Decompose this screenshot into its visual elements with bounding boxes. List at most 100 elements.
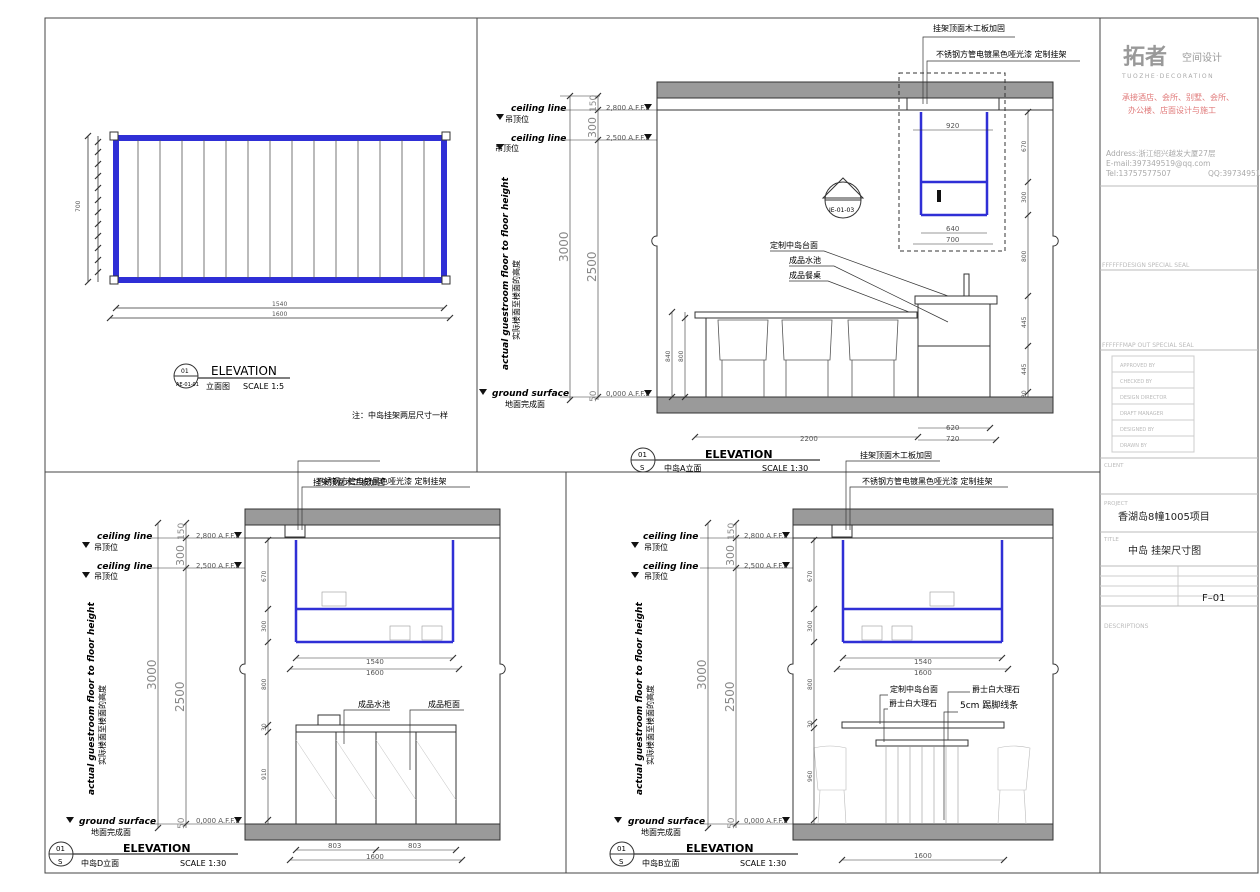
company-qq: QQ:39734951 — [1208, 169, 1260, 178]
view-top-left: 700 1540 1600 01 AE-01-01 ELEVATION 立面图 … — [75, 131, 454, 420]
bl-level-2500: 2,500 A.F.F.L — [196, 562, 239, 570]
role-drawn: DRAWN BY — [1120, 443, 1148, 449]
tr-ceiling-cn-2: 吊顶位 — [495, 143, 519, 153]
bl-steel-visible-label: 不锈钢方管电镀黑色哑光漆 定制挂架 — [316, 476, 447, 486]
mapout-seal: FFFFFFMAP OUT SPECIAL SEAL — [1102, 342, 1194, 349]
tr-height-cn: 实际楼面至楼面的高度 — [511, 260, 521, 340]
company-email: E-mail:397349519@qq.com — [1106, 159, 1210, 168]
signature-table: APPROVED BY CHECKED BY DESIGN DIRECTOR D… — [1111, 355, 1195, 453]
tr-dim-300: 300 — [586, 117, 599, 138]
company-services-2: 办公楼、店面设计与施工 — [1128, 105, 1216, 115]
br-ground: ground surface — [628, 817, 705, 827]
br-view-number: 01 — [617, 845, 626, 853]
br-dim-bottom-1600: 1600 — [914, 852, 932, 860]
tr-dim-3000: 3000 — [557, 231, 571, 262]
tr-view-number: 01 — [638, 451, 647, 459]
br-dim-3000: 3000 — [695, 659, 709, 690]
tl-view-subtitle: 立面图 — [206, 381, 230, 391]
br-ann-skirting: 5cm 踢脚线条 — [960, 699, 1018, 711]
tr-ground: ground surface — [492, 389, 569, 399]
tr-dim-150: 150 — [589, 95, 599, 112]
tl-note: 注：中岛挂架两层尺寸一样 — [352, 410, 448, 420]
company-logo-small: 空间设计 — [1182, 51, 1222, 64]
sheet-title: 中岛 挂架尺寸图 — [1128, 544, 1201, 557]
bl-ground-cn: 地面完成面 — [91, 827, 131, 837]
br-level-0: 0,000 A.F.F.L — [744, 817, 787, 825]
tl-view-title: ELEVATION — [211, 364, 277, 378]
bl-dim-r-670: 670 — [261, 570, 268, 582]
bl-height-cn: 实际楼面至楼面的高度 — [97, 685, 107, 765]
tr-level-2800: 2,800 A.F.F.L — [606, 104, 649, 112]
tl-dim-side: 700 — [75, 200, 82, 212]
br-view-scale: SCALE 1:30 — [740, 859, 786, 868]
role-draft-manager: DRAFT MANAGER — [1120, 411, 1164, 417]
tr-dim-r-445b: 445 — [1021, 363, 1028, 375]
tr-ann-counter: 定制中岛台面 — [770, 240, 818, 250]
tr-dim-2500: 2500 — [585, 251, 599, 282]
br-view-title: ELEVATION — [686, 842, 754, 855]
br-dim-r-960: 960 — [807, 770, 814, 782]
bl-dim-803b: 803 — [408, 842, 421, 850]
bl-view-scale: SCALE 1:30 — [180, 859, 226, 868]
tr-level-0: 0,000 A.F.F.L — [606, 390, 649, 398]
bl-dim-r-910: 910 — [261, 768, 268, 780]
bl-dim-803a: 803 — [328, 842, 341, 850]
bl-view-letter: S — [58, 858, 63, 866]
bl-dim-3000: 3000 — [145, 659, 159, 690]
tr-ann-table: 成品餐桌 — [789, 270, 821, 280]
title-block: 拓者 空间设计 TUOZHE·DECORATION 承接酒店、会所、别墅、会所、… — [1099, 18, 1260, 873]
br-ceiling-cn-2: 吊顶位 — [644, 571, 668, 581]
tr-section-mark: IE-01-03 — [829, 207, 854, 214]
bl-dim-1600: 1600 — [366, 669, 384, 677]
tr-view-title: ELEVATION — [705, 448, 773, 461]
br-dim-1600: 1600 — [914, 669, 932, 677]
tr-ground-cn: 地面完成面 — [505, 399, 545, 409]
br-view-subtitle: 中岛B立面 — [642, 858, 680, 868]
br-dim-300: 300 — [724, 545, 737, 566]
bl-dim-2500: 2500 — [173, 681, 187, 712]
br-ann-marble2: 爵士白大理石 — [972, 684, 1020, 694]
tl-dim-outer: 1600 — [272, 311, 287, 318]
company-logo-en: TUOZHE·DECORATION — [1121, 73, 1214, 80]
bl-dim-bottom-1600: 1600 — [366, 853, 384, 861]
client-label: CLIENT — [1104, 463, 1124, 469]
br-dim-r-300: 300 — [807, 620, 814, 632]
tr-ann-reinforce: 挂架顶面木工板加固 — [933, 23, 1005, 33]
tr-dim-700: 700 — [946, 236, 959, 244]
tr-dim-800: 800 — [678, 350, 685, 362]
bl-ann-reinforce: 挂架顶面木工板加固 — [313, 477, 385, 487]
bl-dim-r-300: 300 — [261, 620, 268, 632]
bl-dim-r-30: 30 — [261, 723, 268, 731]
tl-dim-inner: 1540 — [272, 301, 287, 308]
role-director: DESIGN DIRECTOR — [1120, 395, 1167, 401]
br-dim-r-670: 670 — [807, 570, 814, 582]
br-view-letter: S — [619, 858, 624, 866]
bl-ground: ground surface — [79, 817, 156, 827]
br-level-2800: 2,800 A.F.F.L — [744, 532, 787, 540]
tr-dim-50: 50 — [589, 390, 599, 402]
tl-view-number: 01 — [181, 368, 189, 375]
tl-view-scale: SCALE 1:5 — [243, 382, 284, 391]
bl-view-subtitle: 中岛D立面 — [81, 858, 119, 868]
descriptions-label: DESCRIPTIONS — [1104, 623, 1149, 630]
bl-ceiling-2: ceiling line — [97, 562, 152, 572]
view-bottom-left: 挂架顶面木工板加固 不锈钢方管电镀黑色哑光 — [48, 460, 506, 868]
tr-ceiling-1: ceiling line — [511, 104, 566, 114]
tr-dim-r-670: 670 — [1021, 140, 1028, 152]
title-label: TITLE — [1103, 537, 1119, 543]
tr-dim-620: 620 — [946, 424, 959, 432]
br-ground-cn: 地面完成面 — [641, 827, 681, 837]
bl-dim-1540: 1540 — [366, 658, 384, 666]
br-ann-reinforce: 挂架顶面木工板加固 — [860, 450, 932, 460]
br-height-en: actual guestroom floor to floor height — [635, 602, 645, 795]
tr-dim-r-30: 30 — [1021, 390, 1028, 398]
br-dim-1540: 1540 — [914, 658, 932, 666]
br-height-cn: 实际楼面至楼面的高度 — [645, 685, 655, 765]
drawing-number: F–01 — [1202, 593, 1225, 604]
role-approved: APPROVED BY — [1120, 363, 1156, 369]
company-tel: Tel:13757577507 — [1105, 169, 1171, 178]
tr-level-2500: 2,500 A.F.F.L — [606, 134, 649, 142]
bl-ceiling-cn-1: 吊顶位 — [94, 542, 118, 552]
role-designed: DESIGNED BY — [1120, 427, 1155, 433]
bl-ann-cabinet: 成品柜面 — [428, 699, 460, 709]
